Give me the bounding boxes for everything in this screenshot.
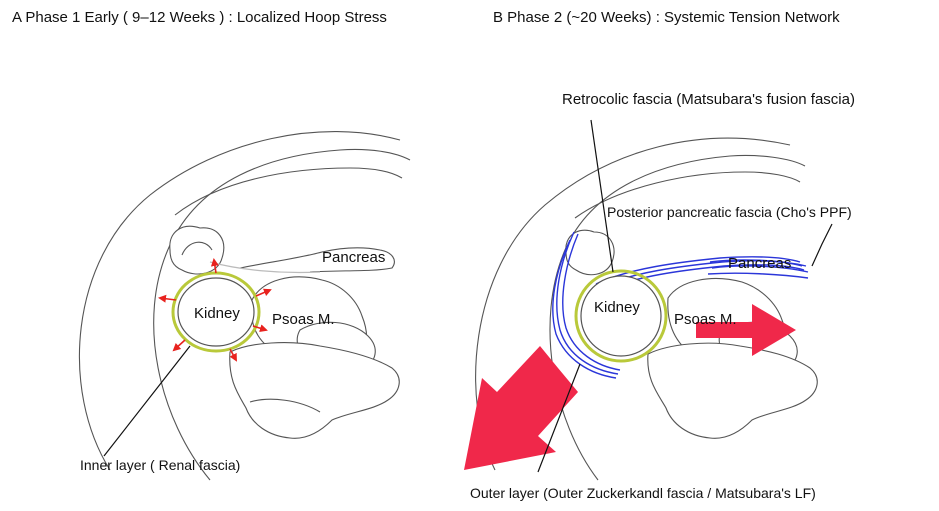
kidney-a: [177, 277, 255, 347]
ppf-leader-line: [811, 223, 833, 267]
pancreas-label-a: Pancreas: [322, 249, 385, 266]
psoas-label-a: Psoas M.: [272, 311, 335, 328]
hoop-stress-arrow: [172, 339, 186, 352]
renal-fascia-b: [574, 269, 668, 363]
colon-b: [565, 229, 615, 276]
hoop-stress-arrow: [252, 324, 268, 333]
outer-layer-label: Outer layer (Outer Zuckerkandl fascia / …: [470, 485, 816, 501]
panel-b-title: B Phase 2 (~20 Weeks) : Systemic Tension…: [493, 9, 840, 26]
outer-layer-leader-line: [537, 363, 581, 473]
retrocolic-fascia: [556, 231, 619, 375]
vertebra-body-a: [229, 342, 400, 439]
pancreas-label-b: Pancreas: [728, 255, 791, 272]
hoop-stress-arrow: [210, 258, 219, 274]
panel-b-anatomy: [464, 119, 833, 481]
retrocolic-label: Retrocolic fascia (Matsubara's fusion fa…: [562, 91, 855, 108]
hoop-stress-arrow: [158, 294, 177, 303]
vertebra-body-b: [647, 342, 818, 439]
kidney-b: [580, 275, 662, 357]
hoop-stress-arrows: [158, 258, 272, 362]
pancreas-outline-a: [239, 247, 395, 273]
kidney-label-b: Kidney: [594, 299, 640, 316]
tension-arrow-posterolateral: [464, 346, 578, 470]
body-wall-outer-b: [475, 137, 791, 471]
panel-a-anatomy: [78, 131, 411, 481]
hoop-stress-arrow: [229, 348, 237, 362]
posterior-pancreatic-label: Posterior pancreatic fascia (Cho's PPF): [607, 204, 852, 220]
body-wall-inner: [153, 148, 411, 481]
fascia-network: [552, 231, 809, 379]
psoas-label-b: Psoas M.: [674, 311, 737, 328]
peritoneal-line: [174, 167, 403, 216]
hoop-stress-arrow: [255, 288, 272, 297]
kidney-label-a: Kidney: [194, 305, 240, 322]
peritoneal-line-b: [574, 171, 801, 219]
retrocolic-leader-line: [590, 119, 614, 273]
tension-arrow-medial: [696, 304, 796, 356]
panel-a-title: A Phase 1 Early ( 9–12 Weeks ) : Localiz…: [12, 9, 387, 26]
inner-layer-label: Inner layer ( Renal fascia): [80, 457, 240, 473]
body-wall-outer: [78, 131, 401, 471]
posterior-pancreatic-fascia: [595, 256, 801, 285]
inner-layer-leader-line: [103, 345, 191, 457]
